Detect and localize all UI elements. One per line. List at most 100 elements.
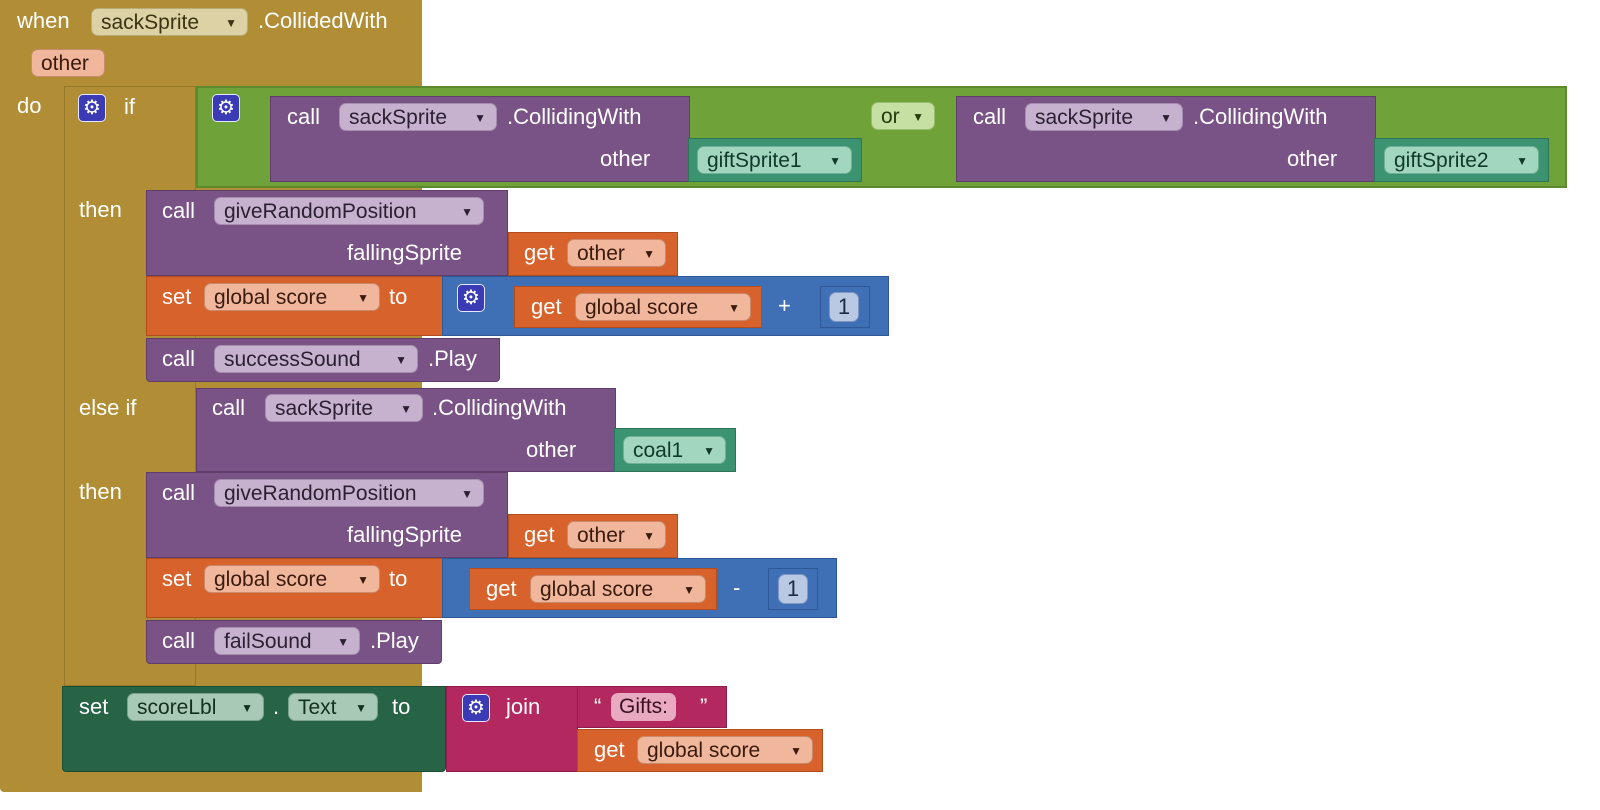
plus-operator: + bbox=[778, 293, 791, 318]
to-label: to bbox=[392, 694, 411, 719]
chevron-down-icon: ▼ bbox=[829, 154, 841, 168]
call-label: call bbox=[162, 346, 196, 371]
set-label: set bbox=[79, 694, 109, 719]
property-dropdown[interactable]: Text ▼ bbox=[288, 693, 378, 721]
do-label: do bbox=[17, 93, 42, 118]
component-name: sackSprite bbox=[275, 397, 374, 420]
call-label: call bbox=[287, 104, 321, 129]
gift-sprite-1-name: giftSprite1 bbox=[707, 149, 802, 172]
minus-operator: - bbox=[733, 575, 741, 600]
procedure-dropdown[interactable]: giveRandomPosition ▼ bbox=[214, 479, 484, 507]
if-gear-icon[interactable]: ⚙ bbox=[78, 94, 106, 122]
get-label: get bbox=[486, 576, 517, 601]
procedure-name: giveRandomPosition bbox=[224, 200, 417, 223]
chevron-down-icon: ▼ bbox=[703, 444, 715, 458]
if-label: if bbox=[124, 94, 135, 119]
or-dropdown[interactable]: or ▼ bbox=[871, 102, 935, 130]
chevron-down-icon: ▼ bbox=[474, 111, 486, 125]
call-label: call bbox=[162, 198, 196, 223]
set-label: set bbox=[162, 566, 192, 591]
when-label: when bbox=[17, 8, 70, 33]
event-component-name: sackSprite bbox=[101, 11, 200, 34]
arg-label: other bbox=[1287, 146, 1338, 171]
join-gear-icon[interactable]: ⚙ bbox=[462, 694, 490, 722]
to-label: to bbox=[389, 284, 408, 309]
number-value[interactable]: 1 bbox=[829, 292, 859, 322]
variable-dropdown[interactable]: global score ▼ bbox=[204, 565, 380, 593]
coal-name: coal1 bbox=[633, 439, 684, 462]
else-if-label: else if bbox=[79, 395, 137, 420]
variable-dropdown[interactable]: other▼ bbox=[567, 239, 666, 267]
variable-dropdown[interactable]: global score▼ bbox=[530, 575, 706, 603]
gift-sprite-2-dropdown[interactable]: giftSprite2 ▼ bbox=[1384, 146, 1539, 174]
get-label: get bbox=[594, 737, 625, 762]
chevron-down-icon: ▼ bbox=[395, 353, 407, 367]
get-label: get bbox=[524, 522, 555, 547]
gift-sprite-1-dropdown[interactable]: giftSprite1 ▼ bbox=[697, 146, 852, 174]
or-gear-icon[interactable]: ⚙ bbox=[212, 94, 240, 122]
property-name: Text bbox=[298, 696, 337, 719]
chevron-down-icon: ▼ bbox=[1160, 111, 1172, 125]
method-name: .Play bbox=[370, 628, 419, 653]
variable-dropdown[interactable]: global score ▼ bbox=[204, 283, 380, 311]
set-label: set bbox=[162, 284, 192, 309]
chevron-down-icon: ▼ bbox=[400, 402, 412, 416]
variable-name: other bbox=[577, 524, 625, 547]
chevron-down-icon: ▼ bbox=[643, 529, 655, 543]
chevron-down-icon: ▼ bbox=[912, 110, 924, 124]
arg-label: fallingSprite bbox=[347, 522, 462, 547]
chevron-down-icon: ▼ bbox=[1516, 154, 1528, 168]
text-value[interactable]: Gifts: bbox=[611, 693, 677, 721]
math-gear-icon[interactable]: ⚙ bbox=[457, 284, 485, 312]
coal-dropdown[interactable]: coal1 ▼ bbox=[623, 436, 726, 464]
procedure-dropdown[interactable]: giveRandomPosition ▼ bbox=[214, 197, 484, 225]
arg-label: other bbox=[600, 146, 651, 171]
variable-dropdown[interactable]: global score ▼ bbox=[637, 736, 813, 764]
chevron-down-icon: ▼ bbox=[728, 301, 740, 315]
join-label: join bbox=[506, 694, 541, 719]
chevron-down-icon: ▼ bbox=[790, 744, 802, 758]
variable-name: global score bbox=[540, 578, 654, 601]
call-label: call bbox=[212, 395, 246, 420]
then-label-2: then bbox=[79, 479, 122, 504]
chevron-down-icon: ▼ bbox=[225, 16, 237, 30]
gift-sprite-2-name: giftSprite2 bbox=[1394, 149, 1489, 172]
method-name: .CollidingWith bbox=[507, 104, 642, 129]
chevron-down-icon: ▼ bbox=[357, 291, 369, 305]
variable-name: global score bbox=[214, 568, 328, 591]
arg-label: fallingSprite bbox=[347, 240, 462, 265]
arg-label: other bbox=[526, 437, 577, 462]
event-name: .CollidedWith bbox=[258, 8, 388, 33]
or-label: or bbox=[881, 105, 900, 128]
sound-dropdown[interactable]: successSound ▼ bbox=[214, 345, 418, 373]
sound-name: successSound bbox=[224, 348, 361, 371]
component-name: scoreLbl bbox=[137, 696, 217, 719]
chevron-down-icon: ▼ bbox=[461, 487, 473, 501]
component-dropdown[interactable]: sackSprite ▼ bbox=[265, 394, 423, 422]
chevron-down-icon: ▼ bbox=[241, 701, 253, 715]
variable-dropdown[interactable]: global score ▼ bbox=[575, 293, 751, 321]
component-name: sackSprite bbox=[349, 106, 448, 129]
chevron-down-icon: ▼ bbox=[461, 205, 473, 219]
number-value[interactable]: 1 bbox=[778, 574, 808, 604]
variable-name: other bbox=[577, 242, 625, 265]
event-param[interactable]: other bbox=[31, 49, 105, 77]
chevron-down-icon: ▼ bbox=[355, 701, 367, 715]
event-component-dropdown[interactable]: sackSprite ▼ bbox=[91, 8, 248, 36]
chevron-down-icon: ▼ bbox=[337, 635, 349, 649]
variable-name: global score bbox=[214, 286, 328, 309]
method-name: .CollidingWith bbox=[1193, 104, 1328, 129]
variable-dropdown[interactable]: other ▼ bbox=[567, 521, 666, 549]
to-label: to bbox=[389, 566, 408, 591]
sound-name: failSound bbox=[224, 630, 312, 653]
get-label: get bbox=[524, 240, 555, 265]
variable-name: global score bbox=[585, 296, 699, 319]
component-dropdown[interactable]: scoreLbl ▼ bbox=[127, 693, 264, 721]
variable-name: global score bbox=[647, 739, 761, 762]
procedure-name: giveRandomPosition bbox=[224, 482, 417, 505]
chevron-down-icon: ▼ bbox=[357, 573, 369, 587]
close-quote: ” bbox=[700, 694, 708, 719]
component-dropdown[interactable]: sackSprite▼ bbox=[1025, 103, 1183, 131]
sound-dropdown[interactable]: failSound ▼ bbox=[214, 627, 360, 655]
component-dropdown[interactable]: sackSprite ▼ bbox=[339, 103, 497, 131]
